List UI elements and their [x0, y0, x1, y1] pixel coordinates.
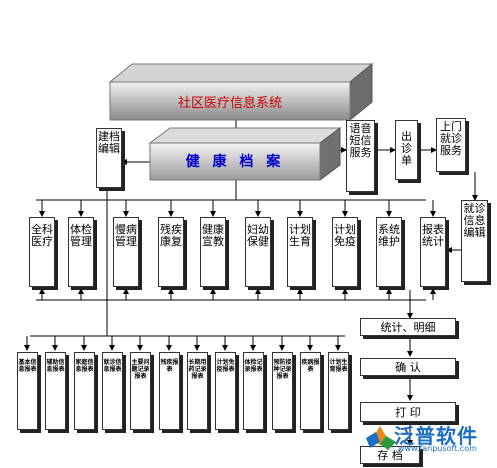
report-label: 计划生育报表 — [329, 359, 348, 373]
module-box-0: 全科医疗 — [29, 217, 55, 287]
report-box-2: 家庭信息报表 — [74, 352, 95, 430]
confirm-label: 确 认 — [395, 361, 421, 374]
home-service-label: 上门就诊服务 — [440, 120, 462, 157]
module-label: 报表统计 — [422, 223, 444, 248]
visit-form-label: 出诊单 — [401, 130, 412, 167]
report-label: 预防接种记录报表 — [273, 359, 292, 380]
report-label: 残疾报表 — [160, 359, 179, 373]
report-box-7: 计划免疫报表 — [215, 352, 236, 430]
logo-url: www.fanpusoft.com — [398, 444, 477, 453]
visit-form-box: 出诊单 — [395, 120, 418, 180]
module-label: 计划生育 — [289, 223, 311, 248]
report-box-3: 就诊信息报表 — [102, 352, 123, 430]
report-box-0: 基本信息报表 — [17, 352, 38, 430]
visit-info-edit-label: 就诊信息编辑 — [463, 202, 486, 239]
module-box-6: 计划生育 — [287, 217, 313, 287]
report-label: 家庭信息报表 — [75, 359, 94, 373]
system-title: 社区医疗信息系统 — [177, 95, 282, 111]
module-box-1: 体检管理 — [68, 217, 94, 287]
module-label: 慢病管理 — [115, 223, 137, 248]
module-box-9: 报表统计 — [420, 217, 446, 287]
module-label: 全科医疗 — [31, 223, 53, 248]
report-label: 长期用药记录报表 — [188, 359, 207, 380]
report-label: 主要问题记录报表 — [131, 359, 150, 380]
module-label: 妇幼保健 — [247, 223, 269, 248]
module-box-8: 系统维护 — [376, 217, 402, 287]
module-box-3: 残疾康复 — [158, 217, 184, 287]
report-label: 就诊信息报表 — [103, 359, 122, 373]
archive-edit-label: 建档编辑 — [98, 130, 120, 155]
health-archive-title: 健 康 档 案 — [185, 154, 285, 170]
module-label: 健康宣教 — [202, 223, 224, 248]
module-label: 计划免疫 — [334, 223, 356, 248]
report-box-5: 残疾报表 — [159, 352, 180, 430]
module-box-7: 计划免疫 — [332, 217, 358, 287]
report-label: 体检记录报表 — [244, 359, 263, 373]
module-label: 系统维护 — [378, 223, 400, 248]
archive-edit-box: 建档编辑 — [96, 128, 122, 188]
save-archive-label: 存 档 — [377, 449, 403, 462]
confirm-box: 确 认 — [360, 358, 456, 376]
report-box-9: 预防接种记录报表 — [272, 352, 293, 430]
logo-name: 泛普软件 — [394, 424, 478, 448]
report-box-1: 辅助信息报表 — [45, 352, 66, 430]
module-label: 体检管理 — [70, 223, 92, 248]
report-box-6: 长期用药记录报表 — [187, 352, 208, 430]
report-box-4: 主要问题记录报表 — [130, 352, 151, 430]
report-label: 基本信息报表 — [18, 359, 37, 373]
stats-detail-box: 统计、明细 — [360, 318, 456, 336]
visit-info-edit-box: 就诊信息编辑 — [461, 200, 488, 282]
voice-sms-box: 语音短信服务 — [346, 120, 375, 192]
report-label: 辅助信息报表 — [46, 359, 65, 373]
print-label: 打 印 — [395, 406, 421, 419]
print-box: 打 印 — [360, 402, 456, 422]
report-box-10: 疾病报表 — [300, 352, 321, 430]
report-box-8: 体检记录报表 — [243, 352, 264, 430]
fanpu-logo-icon — [366, 426, 396, 450]
home-service-box: 上门就诊服务 — [436, 118, 466, 172]
module-label: 残疾康复 — [160, 223, 182, 248]
module-box-5: 妇幼保健 — [245, 217, 271, 287]
module-box-4: 健康宣教 — [200, 217, 226, 287]
report-label: 疾病报表 — [301, 359, 320, 373]
stats-detail-label: 统计、明细 — [380, 321, 436, 334]
report-box-11: 计划生育报表 — [328, 352, 349, 430]
report-label: 计划免疫报表 — [216, 359, 235, 373]
module-box-2: 慢病管理 — [113, 217, 139, 287]
voice-sms-label: 语音短信服务 — [349, 122, 372, 159]
